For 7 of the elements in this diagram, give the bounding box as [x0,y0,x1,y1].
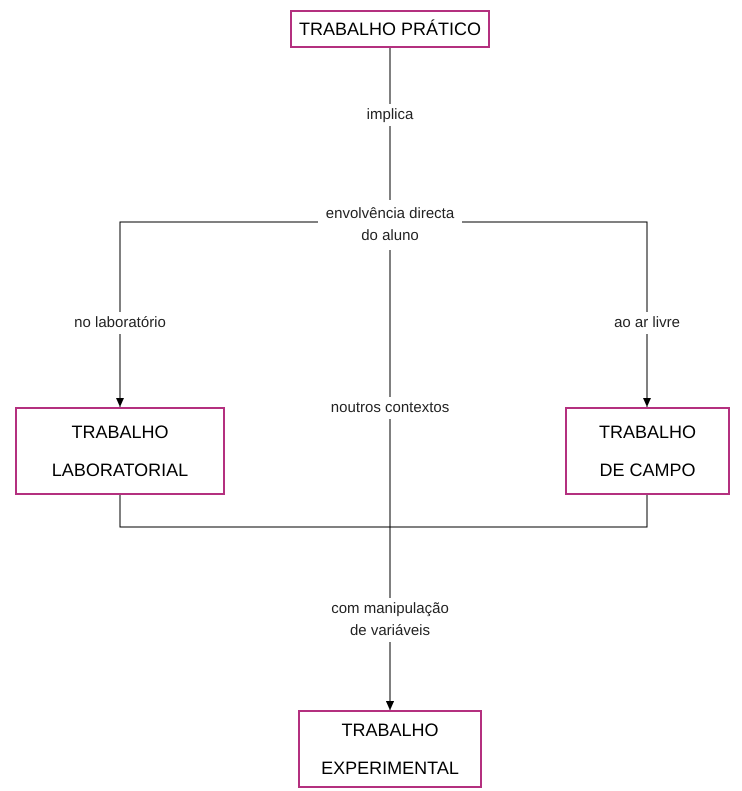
arrow [462,222,651,408]
concept-box: TRABALHO EXPERIMENTAL [298,710,482,788]
arrow [386,494,648,710]
concept-box: TRABALHO PRÁTICO [290,10,490,48]
concept-box: TRABALHO LABORATORIAL [15,407,225,495]
arrow [116,222,318,408]
concept-box: TRABALHO DE CAMPO [565,407,730,495]
